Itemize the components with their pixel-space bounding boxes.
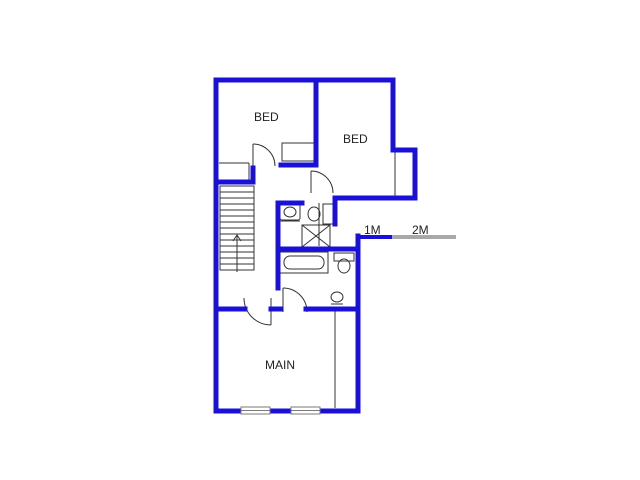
windows xyxy=(240,406,321,415)
scale-label-2m: 2M xyxy=(412,223,429,237)
door-left-bedroom xyxy=(252,143,276,167)
door-main-room xyxy=(243,297,272,326)
room-label-bed-left: BED xyxy=(254,110,279,124)
walls xyxy=(213,77,418,414)
window-2 xyxy=(290,406,321,415)
scale-bar: 1M 2M xyxy=(360,223,456,239)
shower-icon xyxy=(301,224,331,248)
bathtub-icon xyxy=(279,251,329,274)
basin-2-icon xyxy=(330,291,344,305)
staircase xyxy=(219,185,255,272)
window-1 xyxy=(240,406,271,415)
doors xyxy=(243,143,334,326)
room-label-bed-right: BED xyxy=(343,132,368,146)
toilet-icon xyxy=(307,203,336,225)
toilet-2-icon xyxy=(333,252,355,274)
door-right-bedroom xyxy=(310,170,334,194)
door-bathroom xyxy=(282,287,308,313)
room-label-main: MAIN xyxy=(265,358,295,372)
basin-icon xyxy=(279,202,301,221)
scale-label-1m: 1M xyxy=(364,223,381,237)
